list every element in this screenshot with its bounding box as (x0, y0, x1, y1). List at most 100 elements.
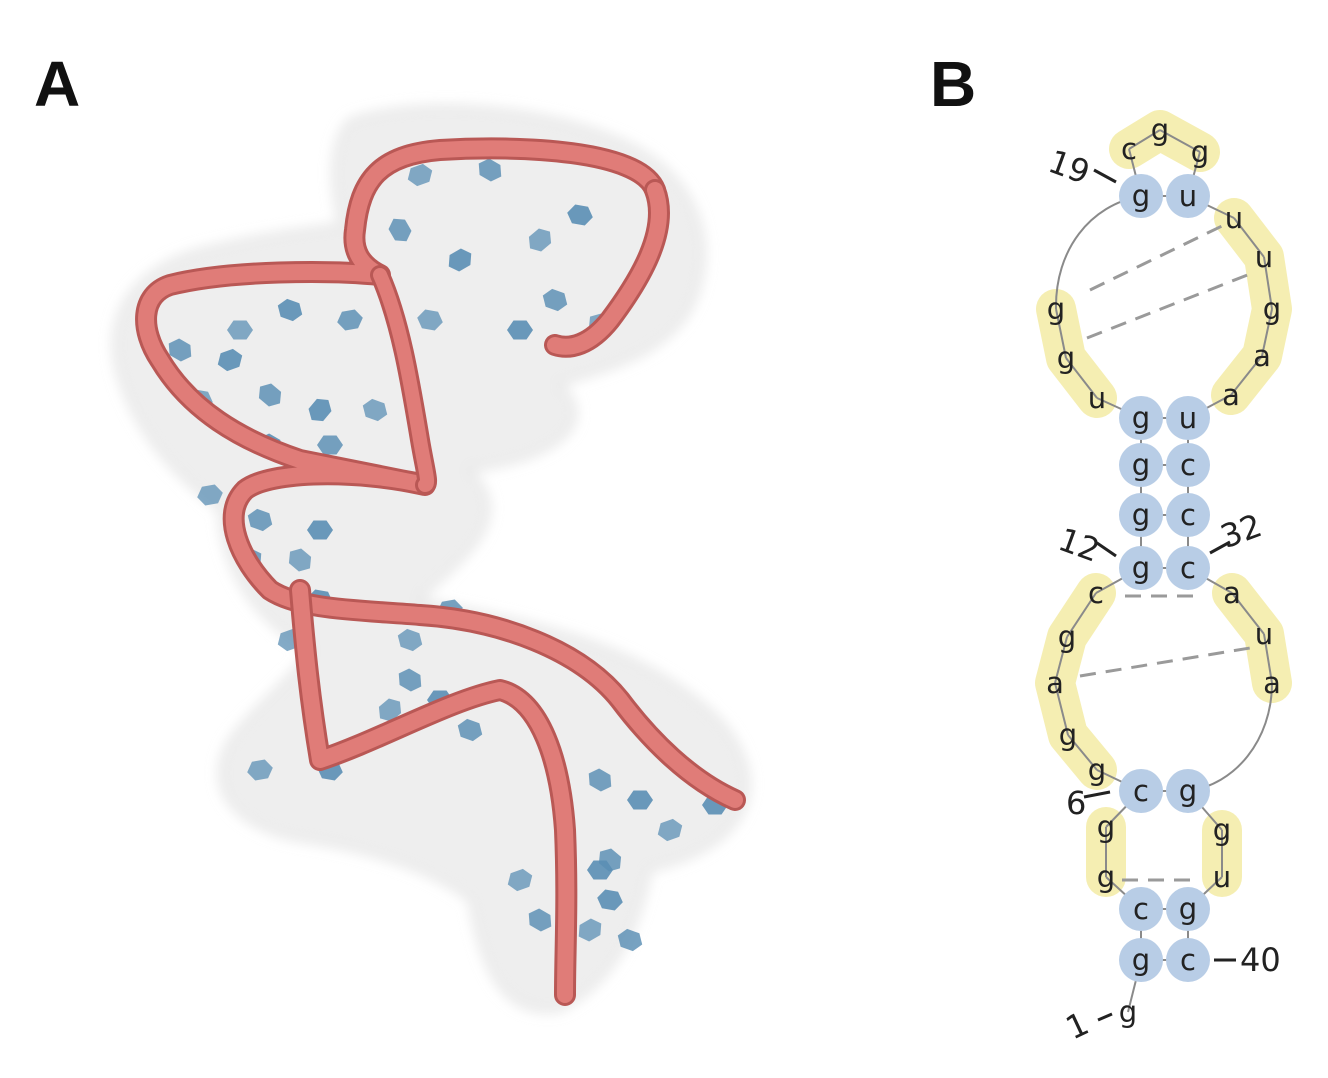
nucleobase-mark (448, 248, 472, 272)
backbone-link (1055, 308, 1067, 359)
nucleotide-letter: u (1255, 240, 1273, 274)
paired-node (1119, 174, 1163, 218)
backbone-link (1263, 633, 1273, 684)
backbone-link (1128, 129, 1161, 150)
nucleobase-mark (378, 698, 402, 722)
nucleobase-mark (288, 548, 312, 572)
nucleotide-letter: g (1057, 341, 1075, 375)
nucleotide-8: g (1059, 718, 1077, 752)
paired-node (1119, 938, 1163, 982)
nucleobase-mark (417, 309, 443, 331)
nucleotide-26: g (1263, 292, 1281, 326)
paired-node (1119, 769, 1163, 813)
nucleotide-letter: a (1223, 576, 1241, 610)
nucleotide-28: a (1222, 378, 1240, 412)
nucleotide-letter: g (1058, 620, 1076, 654)
nucleotide-letter: g (1097, 810, 1115, 844)
backbone-link (1159, 129, 1201, 153)
position-label: 12 (1054, 520, 1105, 570)
noncanonical-pair (1079, 646, 1251, 678)
nucleobase-mark (227, 320, 253, 340)
nucleotide-39: g (1166, 887, 1210, 931)
nucleotide-letter: c (1180, 498, 1196, 532)
nucleobase-mark (567, 204, 593, 226)
nucleotide-31: c (1166, 493, 1210, 537)
nucleotide-13: g (1119, 493, 1163, 537)
backbone-link (1067, 734, 1098, 771)
backbone-link (1065, 357, 1098, 399)
nucleotide-21: g (1151, 113, 1169, 147)
nucleobases (168, 158, 728, 952)
nucleotide-letter: g (1132, 448, 1150, 482)
nucleotide-16: u (1088, 381, 1106, 415)
backbone-link (1230, 355, 1263, 396)
nucleotide-17: g (1057, 341, 1075, 375)
nucleotide-1: g (1119, 995, 1137, 1029)
backbone-link (1233, 217, 1265, 258)
nucleotide-10: g (1058, 620, 1076, 654)
nucleotide-letter: g (1132, 551, 1150, 585)
nucleotide-22: g (1191, 135, 1209, 169)
backbone-link (1231, 592, 1265, 635)
nucleotide-letter: a (1222, 378, 1240, 412)
position-tick (1083, 790, 1111, 799)
nucleotide-35: a (1263, 666, 1281, 700)
nucleotide-letter: u (1179, 401, 1197, 435)
nucleotide-letter: c (1180, 448, 1196, 482)
nucleotide-letter: g (1191, 135, 1209, 169)
paired-node (1119, 443, 1163, 487)
nucleotide-32: c (1166, 546, 1210, 590)
nucleotide-letter: g (1151, 113, 1169, 147)
nucleobase-mark (308, 398, 332, 422)
backbone-link (1261, 308, 1273, 357)
nucleotide-27: a (1253, 339, 1271, 373)
nucleotide-letter: g (1179, 892, 1197, 926)
nucleobase-mark (247, 508, 273, 532)
nucleotide-19: g (1119, 174, 1163, 218)
backbone-ribbon (135, 137, 746, 1006)
backbone-link (1263, 256, 1273, 310)
noncanonical-pairs (1079, 224, 1256, 882)
paired-node (1119, 396, 1163, 440)
nucleotide-letter: g (1213, 813, 1231, 847)
nucleotide-5: g (1097, 810, 1115, 844)
nucleotide-12: g (1119, 546, 1163, 590)
position-tick (1097, 1012, 1113, 1022)
position-tick (1209, 540, 1231, 555)
position-ticks (1083, 168, 1236, 1022)
nucleotide-letter: g (1263, 292, 1281, 326)
nucleobase-mark (388, 218, 412, 242)
nucleotide-36: g (1166, 769, 1210, 813)
nucleotide-letter: g (1132, 943, 1150, 977)
nucleobase-mark (478, 158, 502, 182)
nucleotide-6: c (1119, 769, 1163, 813)
nucleotide-letter: u (1179, 179, 1197, 213)
nucleotide-25: u (1255, 240, 1273, 274)
nucleotide-letter: g (1047, 292, 1065, 326)
nucleotide-letter: g (1132, 179, 1150, 213)
paired-node (1166, 493, 1210, 537)
nucleotide-letter: c (1088, 576, 1104, 610)
noncanonical-pair (1086, 270, 1256, 340)
nucleobase-mark (247, 759, 273, 781)
nucleotide-letter: u (1088, 381, 1106, 415)
position-tick (1096, 541, 1117, 558)
paired-node (1166, 443, 1210, 487)
nucleotide-letter: c (1121, 132, 1137, 166)
paired-node (1119, 887, 1163, 931)
noncanonical-pair (1089, 224, 1223, 292)
nucleotide-letter: g (1097, 860, 1115, 894)
nucleotide-letter: u (1213, 860, 1231, 894)
nucleobase-mark (168, 338, 192, 362)
nucleobase-mark (617, 928, 643, 952)
paired-node (1166, 938, 1210, 982)
nucleotide-4: g (1097, 860, 1115, 894)
nucleotide-18: g (1047, 292, 1065, 326)
position-tick (1093, 168, 1117, 184)
nucleobase-mark (528, 908, 552, 932)
nucleotide-letter: a (1046, 666, 1064, 700)
nucleobase-mark (258, 383, 282, 407)
nucleobase-mark (528, 228, 552, 252)
nucleobase-mark (337, 309, 363, 331)
nucleobase-mark (307, 520, 333, 540)
